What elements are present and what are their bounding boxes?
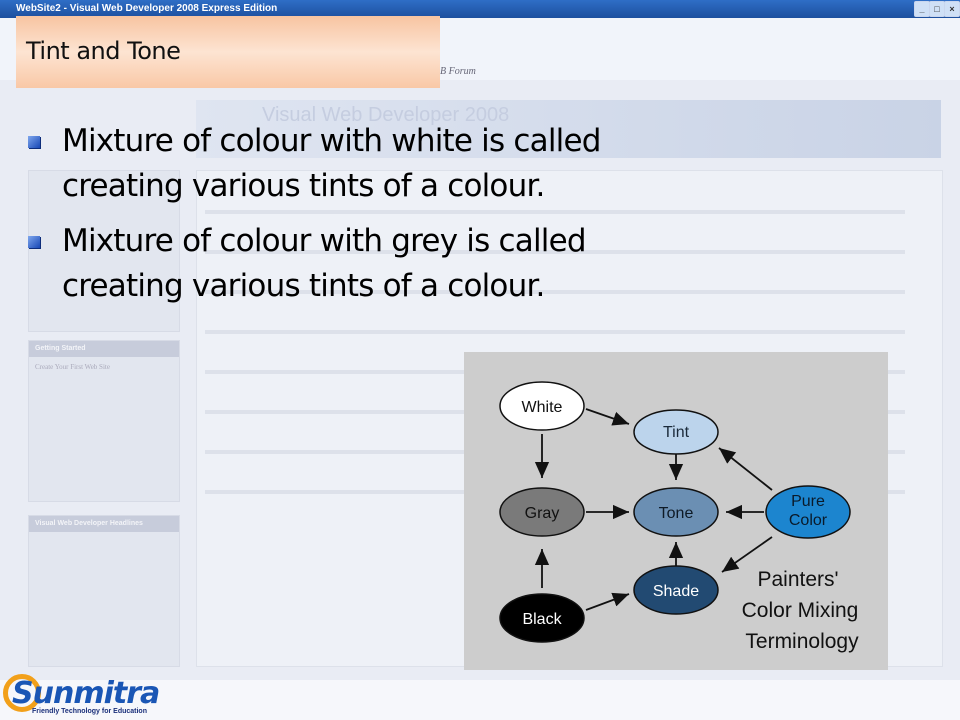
node-tone — [633, 487, 719, 537]
label-white: White — [522, 399, 563, 416]
bullet-line: creating various tints of a colour. — [62, 268, 545, 304]
label-black: Black — [522, 611, 562, 628]
news-line — [205, 290, 905, 294]
arrow — [585, 408, 630, 426]
node-black — [499, 593, 585, 643]
label-color: Color — [789, 512, 828, 529]
recent-projects-panel — [28, 170, 180, 332]
bullet-text-2: Mixture of colour with grey is called cr… — [62, 219, 682, 309]
caption-line-2: Color Mixing — [742, 599, 859, 622]
bullet-line: Mixture of colour with white is called — [62, 123, 601, 159]
banner-text: Visual Web Developer 2008 — [262, 104, 510, 126]
slide-title: Tint and Tone — [26, 37, 181, 65]
label-gray: Gray — [525, 505, 560, 522]
label-tint: Tint — [663, 424, 690, 441]
node-pure-color — [765, 485, 851, 539]
news-line — [205, 250, 905, 254]
close-button[interactable]: × — [944, 1, 960, 17]
minimize-button[interactable]: _ — [914, 1, 930, 17]
panel-link[interactable]: Create Your First Web Site — [35, 363, 110, 371]
start-page-banner: Visual Web Developer 2008 — [196, 100, 941, 158]
getting-started-panel: Getting Started Create Your First Web Si… — [28, 340, 180, 502]
news-line — [205, 330, 905, 334]
arrow — [718, 447, 773, 491]
logo-tagline: Friendly Technology for Education — [32, 708, 147, 715]
node-tint — [633, 409, 719, 455]
node-gray — [499, 487, 585, 537]
toolbar-fragment: B Forum — [440, 66, 476, 77]
news-line — [205, 210, 905, 214]
bullet-line: creating various tints of a colour. — [62, 168, 545, 204]
diagram-svg: White Tint Gray Tone Pure Color Shade Bl… — [499, 381, 859, 653]
caption-line-1: Painters' — [757, 568, 838, 591]
panel-header: Getting Started — [29, 341, 179, 357]
bullet-text-1: Mixture of colour with white is called c… — [62, 119, 682, 209]
ide-statusbar — [0, 680, 960, 720]
node-white — [499, 381, 585, 431]
maximize-button[interactable]: □ — [929, 1, 945, 17]
color-mixing-diagram: White Tint Gray Tone Pure Color Shade Bl… — [464, 352, 888, 670]
caption-line-3: Terminology — [745, 630, 859, 653]
panel-header: Visual Web Developer Headlines — [29, 516, 179, 532]
label-shade: Shade — [653, 583, 699, 600]
slide-title-box: Tint and Tone — [16, 16, 440, 88]
label-tone: Tone — [659, 505, 694, 522]
node-shade — [633, 565, 719, 615]
bullet-icon — [28, 134, 44, 150]
ide-window-title: WebSite2 - Visual Web Developer 2008 Exp… — [16, 3, 278, 14]
logo-sun-icon — [3, 674, 41, 712]
sunmitra-logo: Sunmitra Friendly Technology for Educati… — [0, 670, 160, 720]
bullet-icon — [28, 234, 44, 250]
logo-name: Sunmitra — [12, 676, 160, 711]
arrow — [721, 536, 773, 573]
arrow — [585, 592, 630, 611]
headlines-panel: Visual Web Developer Headlines — [28, 515, 180, 667]
bullet-line: Mixture of colour with grey is called — [62, 223, 587, 259]
label-pure: Pure — [791, 493, 825, 510]
ide-titlebar: WebSite2 - Visual Web Developer 2008 Exp… — [0, 0, 960, 18]
